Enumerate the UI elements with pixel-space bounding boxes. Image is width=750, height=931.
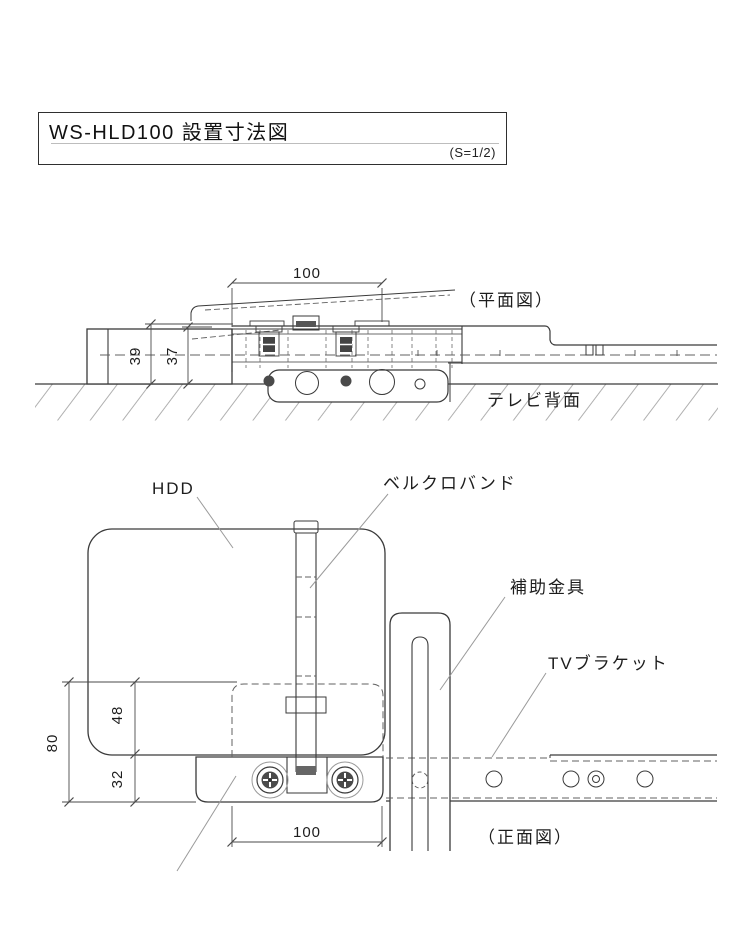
tv-bracket-holes <box>485 770 654 788</box>
plan-dim-39: 39 <box>127 347 144 366</box>
holder-arm <box>190 289 456 340</box>
band-buckle <box>285 696 327 714</box>
velcro-band-top <box>292 315 320 331</box>
front-dim-80: 80 <box>44 734 61 753</box>
plan-dim-100: 100 <box>293 265 321 282</box>
hdd-label: HDD <box>152 479 195 498</box>
base-plate-plan <box>263 363 451 403</box>
plan-dim-37: 37 <box>164 347 181 366</box>
leader-lines <box>176 493 547 872</box>
aux-bracket-slot <box>411 636 429 851</box>
front-view: 80 48 32 100 HDD ベルクロバンド 補助金具 TVブラケット （正… <box>44 474 717 872</box>
hdd-end-block <box>86 328 233 385</box>
aux-bracket <box>389 612 451 851</box>
front-caption: （正面図） <box>478 828 573 847</box>
velcro-band <box>285 520 328 794</box>
hidden-holder-plate <box>231 683 384 757</box>
tv-bracket-plan <box>100 325 717 364</box>
title-divider <box>51 143 499 144</box>
front-dim-32: 32 <box>109 770 126 789</box>
scale-note: (S=1/2) <box>449 145 496 160</box>
tv-bracket-label: TVブラケット <box>548 653 669 673</box>
screw-post-right <box>332 325 360 357</box>
front-dim-100: 100 <box>293 824 321 841</box>
plan-dimensions <box>145 278 387 389</box>
screw-post-left <box>255 325 283 357</box>
drawing-title: WS-HLD100 設置寸法図 <box>49 122 290 144</box>
plan-caption: （平面図） <box>459 291 554 310</box>
holder-body <box>87 315 545 372</box>
front-dimensions <box>62 677 387 847</box>
plan-view: 100 39 37 （平面図） テレビ背面 <box>35 265 718 421</box>
title-block: WS-HLD100 設置寸法図 (S=1/2) <box>38 112 507 165</box>
aux-bracket-label: 補助金具 <box>510 578 586 597</box>
front-dim-48: 48 <box>109 706 126 725</box>
tv-back-label: テレビ背面 <box>487 391 582 410</box>
screw-right <box>326 761 364 799</box>
hdd-outline <box>87 528 386 756</box>
base-plate-front <box>195 756 384 803</box>
screw-left <box>251 761 289 799</box>
velcro-label: ベルクロバンド <box>383 474 517 493</box>
